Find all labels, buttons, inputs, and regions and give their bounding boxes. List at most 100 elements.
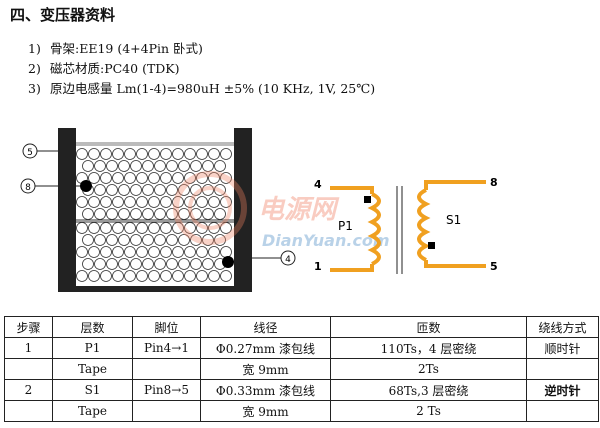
winding-turn [208,172,220,184]
secondary-label: S1 [446,213,461,227]
winding-turn [178,184,190,196]
winding-turn [214,234,226,246]
winding-start-dot [80,180,92,192]
winding-turn [220,270,232,282]
winding-turn [148,222,160,234]
winding-turn [172,172,184,184]
winding-turn [166,184,178,196]
winding-turn [220,172,232,184]
spec-number: 2) [28,61,41,76]
secondary-winding [417,180,486,268]
winding-turn [124,270,136,282]
winding-turn [136,172,148,184]
cell-wire: 宽 9mm [200,400,331,422]
secondary-dot [428,242,435,249]
pin-4-label: 4 [314,178,322,191]
core-bottom [58,286,252,292]
winding-turn [118,184,130,196]
cell-direction [526,400,599,422]
winding-turn [106,208,118,220]
winding-turn [112,196,124,208]
winding-turn [118,258,130,270]
winding-turn [124,172,136,184]
winding-turn [118,234,130,246]
winding-turn [220,246,232,258]
table-header-row: 步骤 层数 脚位 线径 匝数 绕线方式 [4,316,599,338]
winding-turn [160,196,172,208]
winding-turn [76,222,88,234]
winding-turn [166,160,178,172]
watermark-sub: DianYuan.com [262,231,390,250]
winding-turn [196,196,208,208]
cell-turns: 2Ts [330,358,527,380]
cell-wire: Φ0.27mm 漆包线 [200,337,331,359]
cell-pin [132,358,201,380]
winding-turn [196,270,208,282]
winding-turn [208,270,220,282]
winding-turn [154,160,166,172]
cell-step: 2 [4,379,53,401]
cell-wire: Φ0.33mm 漆包线 [200,379,331,401]
winding-turn [100,196,112,208]
winding-turn [148,172,160,184]
spec-text: 骨架:EE19 (4+4Pin 卧式) [50,41,203,56]
winding-turn [196,172,208,184]
winding-turn [148,246,160,258]
callout-circle [280,250,296,266]
winding-turn [178,160,190,172]
winding-turn [136,196,148,208]
winding-turn [148,196,160,208]
winding-turn [106,258,118,270]
cell-direction: 逆时针 [526,379,599,401]
winding-turn [184,196,196,208]
winding-turn [154,208,166,220]
winding-end-dot [222,256,234,268]
winding-turn [214,160,226,172]
pin-5-label: 5 [490,260,498,273]
winding-turn [136,148,148,160]
winding-turn [130,160,142,172]
winding-turn [190,234,202,246]
table-row: Tape 宽 9mm 2Ts [4,358,599,380]
winding-turn [196,148,208,160]
winding-turn [172,246,184,258]
primary-dot [364,196,371,203]
winding-turn [112,172,124,184]
winding-turn [82,258,94,270]
bobbin-top [76,142,234,146]
cell-pin: Pin4→1 [132,337,201,359]
spec-item-core: 2)磁芯材质:PC40 (TDK) [28,58,180,77]
winding-turn [154,258,166,270]
winding-turn [208,246,220,258]
cell-wire: 宽 9mm [200,358,331,380]
winding-turn [100,246,112,258]
transformer-core [396,186,403,274]
spec-item-bobbin: 1)骨架:EE19 (4+4Pin 卧式) [28,38,203,57]
winding-turn [178,258,190,270]
winding-turn [130,234,142,246]
winding-turn [112,148,124,160]
header-layer: 层数 [52,316,133,338]
winding-turn [100,222,112,234]
winding-turn [220,148,232,160]
winding-turn [154,184,166,196]
primary-winding [330,186,381,272]
core-right-wall [234,128,252,288]
winding-turn [166,258,178,270]
winding-turn [124,148,136,160]
winding-turn [184,148,196,160]
section-title: 四、变压器资料 [10,6,116,24]
callout-circle [20,178,36,194]
header-turns: 匝数 [330,316,527,338]
winding-turn [214,208,226,220]
spec-item-inductance: 3)原边电感量 Lm(1-4)=980uH ±5% (10 KHz, 1V, 2… [28,78,375,97]
winding-turn [160,148,172,160]
winding-turn [166,234,178,246]
watermark-logo: 电源网 DianYuan.com [173,171,390,250]
winding-turn [178,234,190,246]
winding-turn [142,184,154,196]
header-pin: 脚位 [132,316,201,338]
winding-turn [154,234,166,246]
winding-turns [76,148,234,282]
winding-turn [118,208,130,220]
